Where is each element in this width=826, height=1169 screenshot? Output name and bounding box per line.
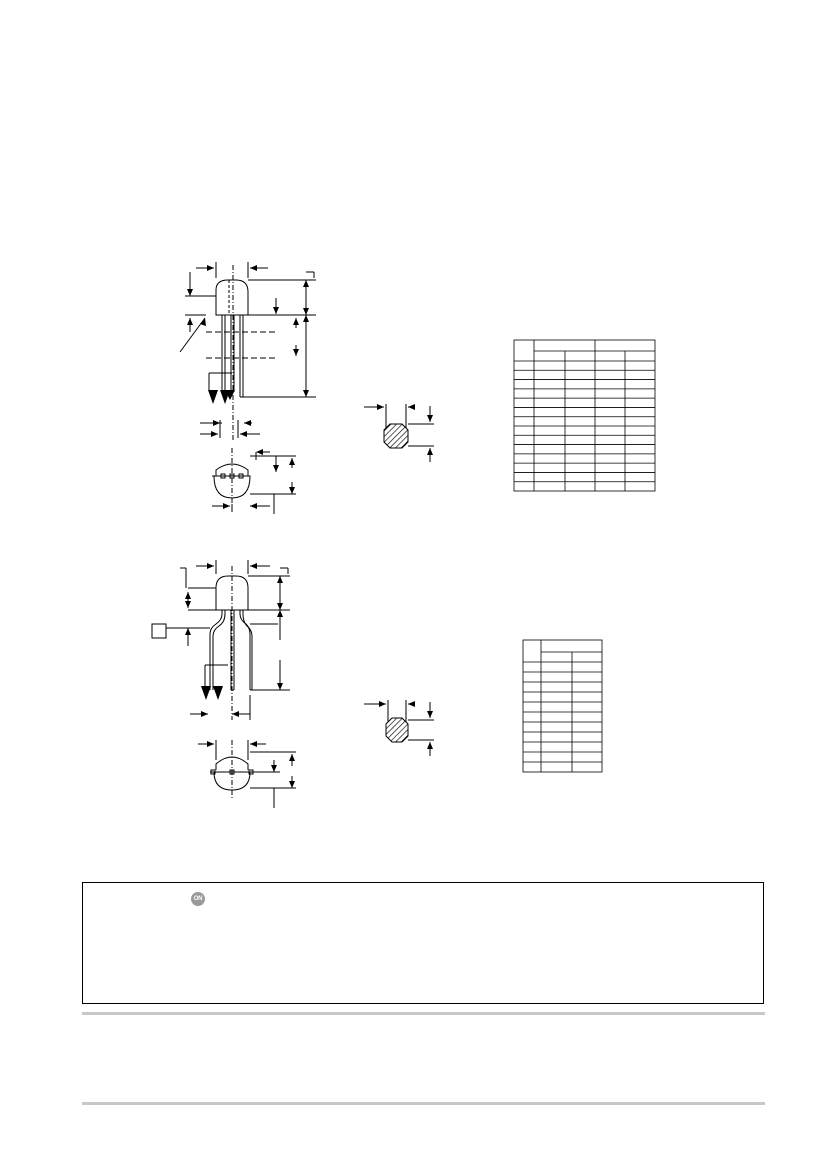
bottom-package-side-view [151,560,290,720]
bottom-lead-section-arrows [379,701,433,749]
footer-divider-top [82,1012,765,1015]
top-end-view-arrows [223,449,295,509]
top-dimension-table [513,339,656,492]
bottom-end-view-arrows [207,741,295,788]
top-package-side-view [179,262,316,440]
notice-box: ON [82,882,764,1004]
bottom-package-arrows [185,563,283,717]
top-lead-section-arrows [377,404,433,455]
footer-divider-bottom [82,1102,765,1105]
on-semiconductor-logo-icon: ON [191,892,205,906]
bottom-package-end-view [198,740,296,808]
top-lead-section [364,404,434,462]
top-package-arrows [187,265,309,437]
top-package-end-view [212,448,296,514]
bottom-dimension-table [522,639,603,773]
bottom-lead-section [364,700,434,756]
